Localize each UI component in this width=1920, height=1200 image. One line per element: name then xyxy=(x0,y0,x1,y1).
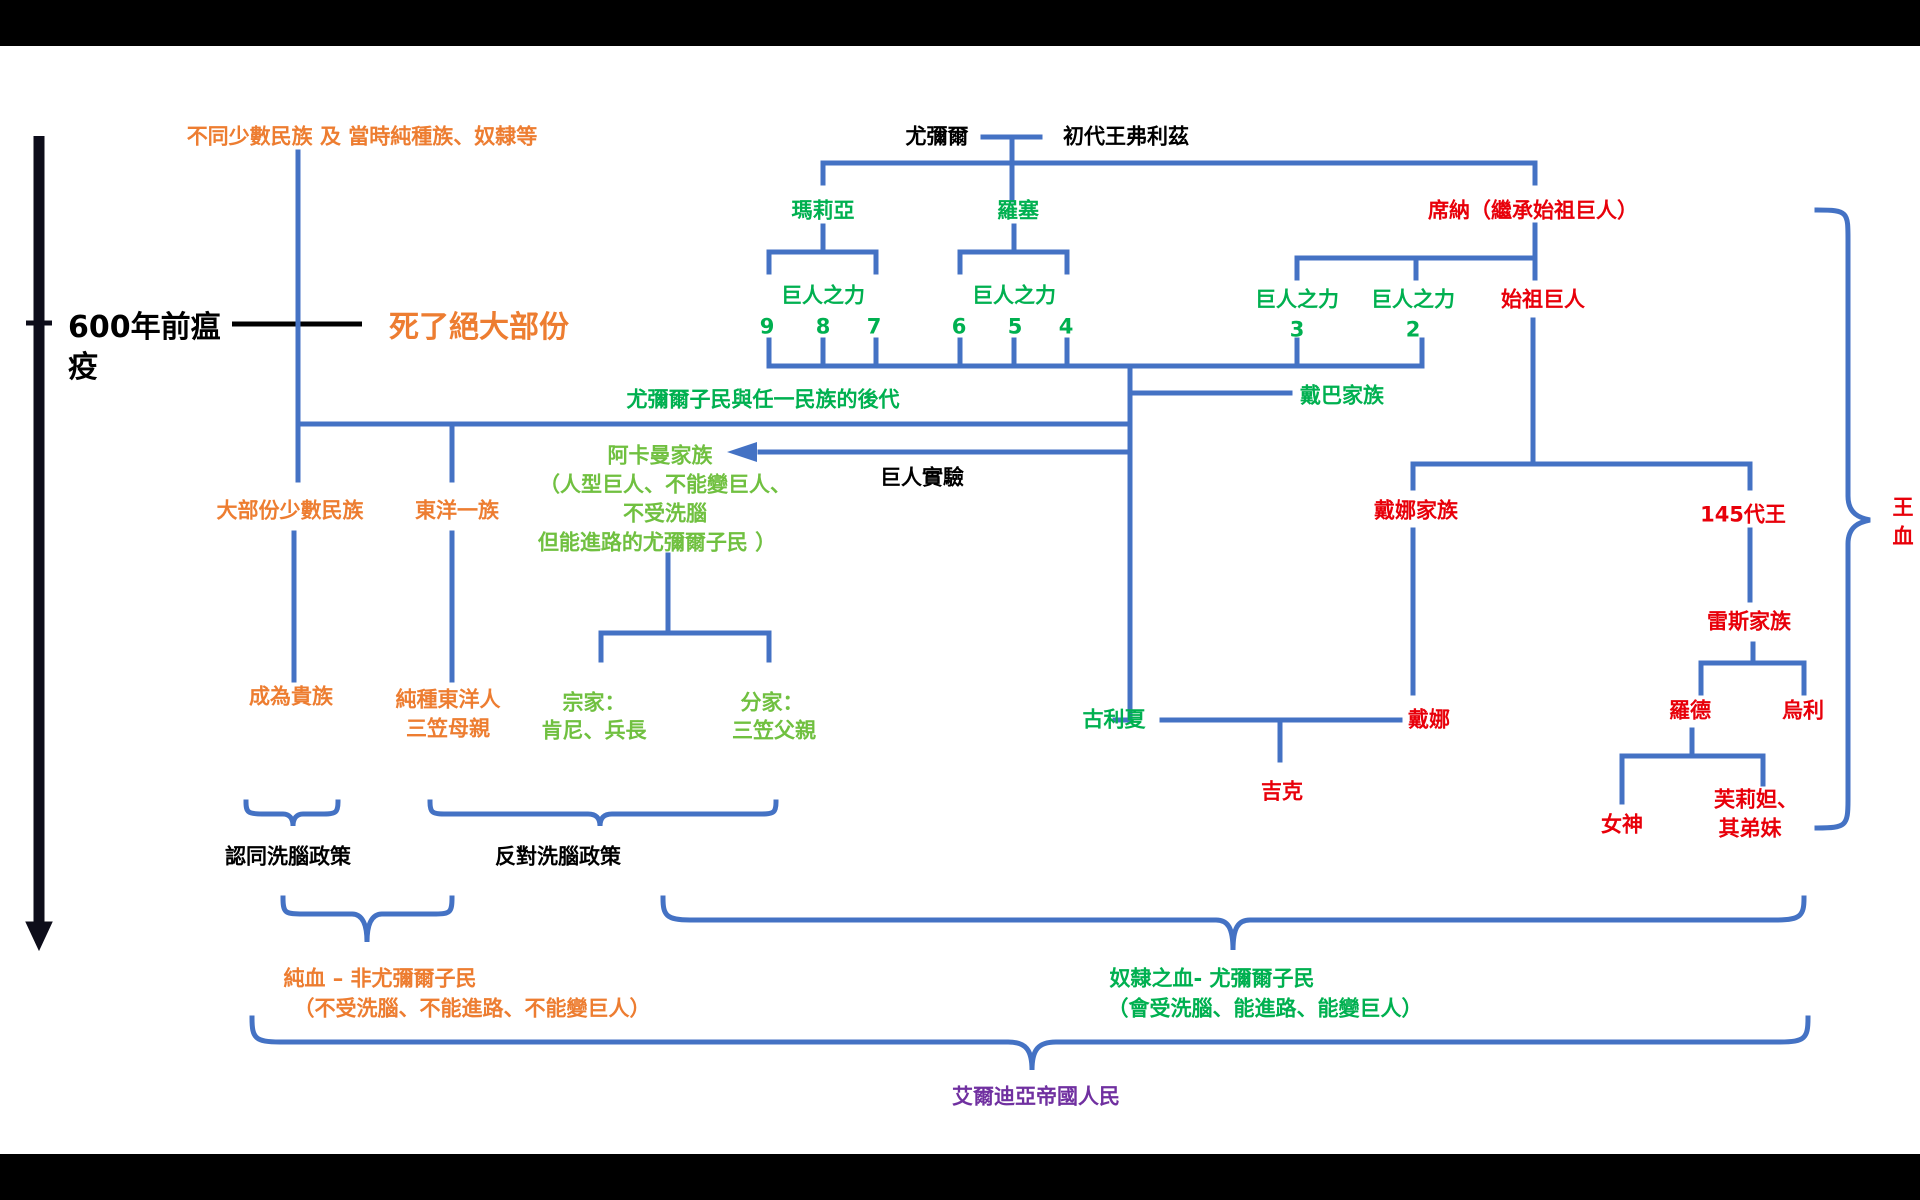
ackerman-title: 阿卡曼家族 xyxy=(607,443,713,468)
reiss-label: 雷斯家族 xyxy=(1707,609,1791,634)
goddess-label: 女神 xyxy=(1601,812,1643,837)
royal-split xyxy=(1410,461,1753,491)
main-family-line2: 肯尼、兵長 xyxy=(541,718,647,743)
grisha-trunk xyxy=(1112,363,1133,723)
most-minorities-label: 大部份少數民族 xyxy=(216,498,364,523)
plague-result: 死了絕大部份 xyxy=(389,310,569,345)
titan-number-5: 5 xyxy=(1007,314,1023,339)
main-family-line1: 宗家： xyxy=(562,690,626,715)
rod-children-bracket xyxy=(1619,753,1766,805)
ackerman-desc-line2: 不受洗腦 xyxy=(623,501,707,526)
plague-label-line1: 600年前瘟 xyxy=(68,310,221,345)
pure-blood-label-line1: 純血 – 非尤彌爾子民 xyxy=(283,966,477,991)
frieda-label-line1: 芙莉妲、 xyxy=(1714,787,1798,812)
royal-blood-brace xyxy=(1814,207,1871,831)
reiss-bracket xyxy=(1698,660,1807,696)
accept-brace xyxy=(243,799,341,827)
branch-family-line2: 三笠父親 xyxy=(732,718,816,743)
ackerman-bracket xyxy=(598,630,772,663)
pure-blood-label-line2: （不受洗腦、不能進路、不能變巨人） xyxy=(293,996,651,1021)
family-tree-lines xyxy=(243,134,1871,1071)
rose-bracket xyxy=(957,249,1070,275)
timeline-arrowhead xyxy=(25,921,53,952)
accept-policy-label: 認同洗腦政策 xyxy=(225,844,351,869)
became-nobles-label: 成為貴族 xyxy=(249,684,333,709)
ackerman-desc-line1: （人型巨人、不能變巨人、 xyxy=(539,472,791,497)
royal-blood-label-line2: 血 xyxy=(1892,524,1914,549)
rose-label: 羅塞 xyxy=(997,198,1039,223)
eldia-label: 艾爾迪亞帝國人民 xyxy=(952,1084,1120,1109)
titan-experiment-label: 巨人實驗 xyxy=(880,465,964,490)
titan-number-3: 3 xyxy=(1289,317,1305,342)
rod-label: 羅德 xyxy=(1669,698,1711,723)
zeke-label: 吉克 xyxy=(1261,779,1303,804)
maria-bracket xyxy=(766,249,879,275)
founding-titan-label: 始祖巨人 xyxy=(1501,287,1585,312)
titan-number-8: 8 xyxy=(815,314,831,339)
timeline-arrow xyxy=(25,136,362,952)
titan-number-6: 6 xyxy=(951,314,967,339)
titans-power-label-3: 巨人之力 xyxy=(1255,287,1339,312)
titan-number-4: 4 xyxy=(1058,314,1074,339)
slave-blood-label-line2: （會受洗腦、能進路、能變巨人） xyxy=(1107,996,1423,1021)
titans-power-label-1: 巨人之力 xyxy=(781,283,865,308)
mikasa-mother-label: 三笠母親 xyxy=(406,716,490,741)
oppose-brace xyxy=(427,799,779,827)
fritz-label: 初代王弗利茲 xyxy=(1063,124,1189,149)
slave-blood-brace xyxy=(660,895,1807,951)
grisha-label: 古利夏 xyxy=(1082,707,1146,732)
titan-powers-base xyxy=(766,337,1425,369)
experiment-arrowhead xyxy=(727,442,757,462)
uri-label: 烏利 xyxy=(1782,698,1824,723)
pure-blood-brace xyxy=(280,895,455,943)
sheena-label: 席納（繼承始祖巨人） xyxy=(1428,198,1638,223)
titans-power-label-4: 巨人之力 xyxy=(1371,287,1455,312)
titan-number-9: 9 xyxy=(759,314,775,339)
titan-number-7: 7 xyxy=(866,314,882,339)
dina-family-label: 戴娜家族 xyxy=(1374,498,1458,523)
dina-label: 戴娜 xyxy=(1408,707,1450,732)
descendants-label: 尤彌爾子民與任一民族的後代 xyxy=(626,387,900,412)
oppose-policy-label: 反對洗腦政策 xyxy=(495,844,621,869)
diagram-background xyxy=(0,46,1920,1154)
maria-label: 瑪莉亞 xyxy=(791,198,855,223)
tybur-label: 戴巴家族 xyxy=(1300,383,1384,408)
royal-blood-label-line1: 王 xyxy=(1892,495,1914,520)
slave-blood-label-line1: 奴隸之血- 尤彌爾子民 xyxy=(1109,966,1315,991)
ymir-label: 尤彌爾 xyxy=(905,124,969,149)
minorities-label: 不同少數民族 及 當時純種族、奴隸等 xyxy=(186,124,538,149)
frieda-label-line2: 其弟妹 xyxy=(1718,816,1782,841)
first-generation-line xyxy=(820,160,1538,186)
titan-number-2: 2 xyxy=(1405,317,1421,342)
pure-toyo-label: 純種東洋人 xyxy=(395,687,501,712)
branch-family-line1: 分家： xyxy=(740,690,804,715)
plague-label-line2: 疫 xyxy=(68,350,98,385)
ackerman-desc-line3: 但能進路的尤彌爾子民 ） xyxy=(537,530,777,555)
king145-label: 145代王 xyxy=(1700,502,1786,527)
toyo-clan-label: 東洋一族 xyxy=(415,498,499,523)
titans-power-label-2: 巨人之力 xyxy=(972,283,1056,308)
eldia-brace xyxy=(249,1015,1811,1071)
